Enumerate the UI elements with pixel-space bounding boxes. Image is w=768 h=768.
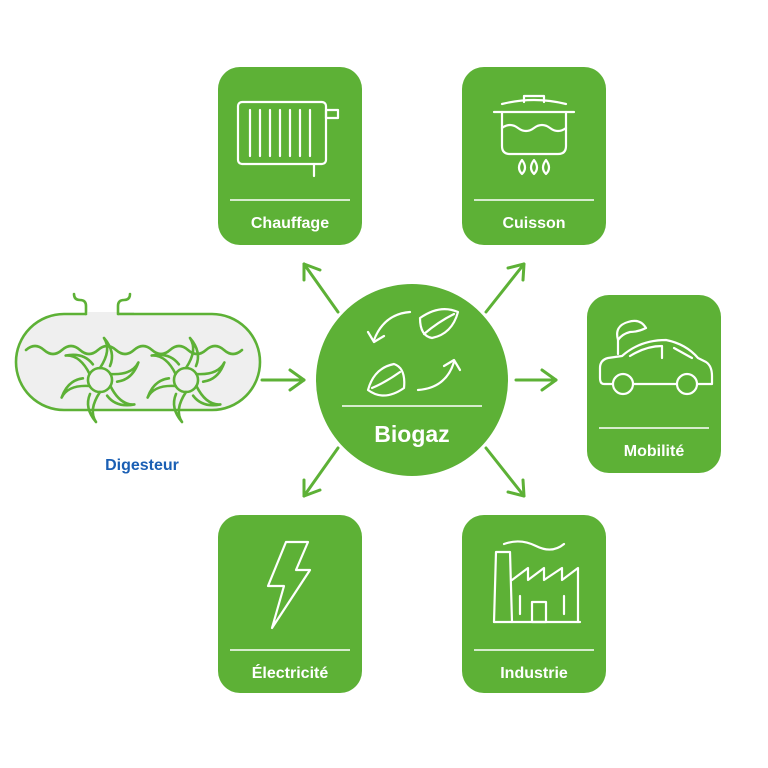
factory-icon bbox=[492, 540, 582, 624]
use-label-mobilite: Mobilité bbox=[624, 443, 685, 460]
use-box-industrie: Industrie bbox=[462, 515, 606, 693]
biogaz-label: Biogaz bbox=[374, 421, 449, 447]
recycle-leaves-icon bbox=[366, 307, 462, 397]
flow-arrows bbox=[260, 262, 558, 498]
digester-label: Digesteur bbox=[105, 457, 179, 474]
use-box-electricite: Électricité bbox=[218, 515, 362, 693]
lightning-bolt-icon bbox=[266, 540, 312, 630]
cooking-pot-icon bbox=[492, 94, 576, 176]
arrow-to-chauffage bbox=[302, 262, 340, 314]
use-box-cuisson: Cuisson bbox=[462, 67, 606, 245]
digester-tank-icon bbox=[14, 292, 262, 424]
digester: Digesteur bbox=[14, 292, 262, 474]
use-label-electricite: Électricité bbox=[252, 663, 329, 682]
use-label-chauffage: Chauffage bbox=[251, 215, 329, 232]
arrow-to-mobilite bbox=[514, 368, 558, 392]
use-box-mobilite: Mobilité bbox=[587, 295, 721, 473]
car-leaf-icon bbox=[598, 319, 714, 396]
biogaz-node: Biogaz bbox=[316, 284, 508, 476]
arrow-to-industrie bbox=[484, 446, 526, 498]
arrow-to-cuisson bbox=[484, 262, 526, 314]
use-label-cuisson: Cuisson bbox=[502, 215, 565, 232]
arrow-digester-to-biogaz bbox=[260, 368, 306, 392]
radiator-icon bbox=[236, 100, 340, 178]
use-label-industrie: Industrie bbox=[500, 665, 568, 682]
arrow-to-electricite bbox=[302, 446, 340, 498]
use-box-chauffage: Chauffage bbox=[218, 67, 362, 245]
